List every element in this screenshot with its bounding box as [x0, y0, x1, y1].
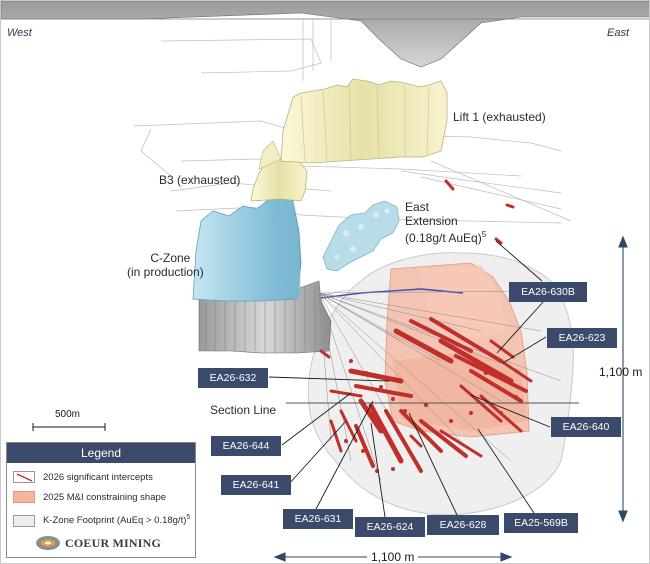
intercept-swatch-icon — [13, 471, 35, 484]
west-label: West — [7, 27, 32, 39]
drillhole-tag: EA26-632 — [198, 368, 268, 388]
drillhole-tag: EA26-628 — [427, 515, 499, 535]
coeur-logo-icon — [36, 536, 60, 550]
drillhole-tag: EA26-630B — [509, 282, 587, 302]
drillhole-tag: EA26-644 — [211, 436, 281, 456]
c-zone-label: C-Zone (in production) — [127, 251, 204, 279]
c-zone-line1: C-Zone — [150, 251, 191, 265]
b3-body — [250, 156, 308, 202]
label-leaders — [268, 240, 551, 518]
topography-surface — [1, 1, 649, 68]
east-extension-body — [322, 200, 400, 272]
section-line-label: Section Line — [210, 403, 277, 417]
constraining-shape-swatch-icon — [13, 491, 35, 504]
logo-text: COEUR MINING — [65, 536, 162, 550]
c-zone-line2: (in production) — [127, 265, 204, 279]
vertical-dimension — [618, 235, 628, 523]
footprint-swatch-icon — [13, 514, 35, 527]
scale-bar — [32, 423, 106, 431]
blue-reference-line — [320, 288, 464, 299]
east-extension-line3: (0.18g/t AuEq)5 — [405, 230, 487, 245]
legend-title: Legend — [7, 443, 195, 463]
significant-intercepts — [319, 179, 533, 473]
drillhole-tag: EA26-641 — [221, 475, 291, 495]
lift1-body — [280, 78, 448, 164]
scale-bar-label: 500m — [55, 409, 81, 420]
lift1-label: Lift 1 (exhausted) — [453, 110, 546, 124]
drill-hole-traces — [318, 290, 562, 482]
drillhole-tag: EA25-569B — [504, 513, 578, 533]
legend-item-footprint: K-Zone Footprint (AuEq > 0.18g/t)5 — [13, 511, 190, 527]
east-extension-line1: East — [405, 200, 430, 214]
legend-item-constraining-shape: 2025 M&I constraining shape — [13, 491, 166, 505]
b3-label: B3 (exhausted) — [159, 173, 241, 187]
east-extension-label: East Extension (0.18g/t AuEq)5 — [405, 200, 486, 245]
drillhole-tag: EA26-624 — [355, 517, 425, 537]
drillhole-tag: EA26-640 — [551, 417, 621, 437]
drillhole-tag: EA26-631 — [283, 509, 353, 529]
east-extension-line2: Extension — [405, 214, 458, 228]
legend-item-intercepts: 2026 significant intercepts — [13, 471, 153, 485]
vertical-dimension-label: 1,100 m — [599, 365, 643, 379]
drillhole-tag: EA26-623 — [547, 328, 617, 348]
east-label: East — [607, 27, 630, 39]
horizontal-dimension-label: 1,100 m — [367, 550, 419, 563]
legend: Legend 2026 significant intercepts 2025 … — [6, 442, 196, 558]
